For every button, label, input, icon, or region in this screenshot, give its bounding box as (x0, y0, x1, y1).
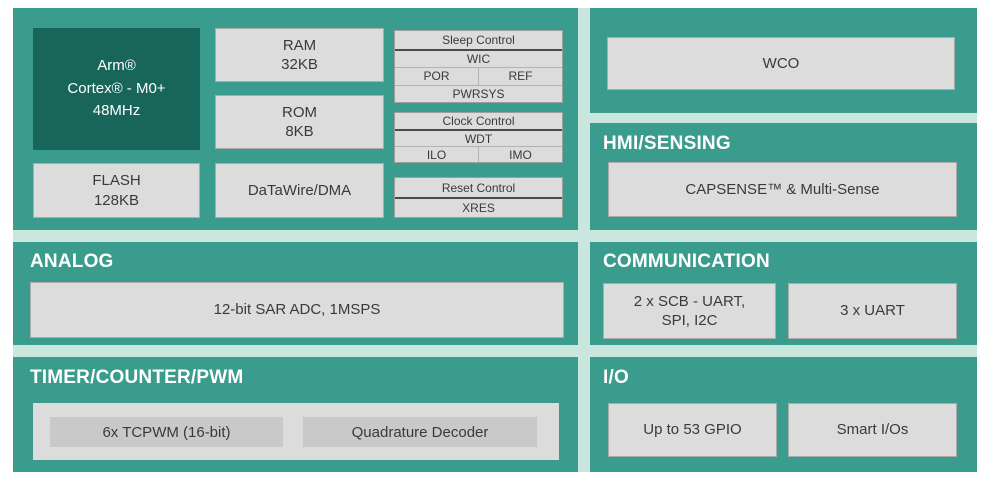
cpu-line-1: Arm® (97, 57, 136, 75)
ilo-cell: ILO (426, 147, 447, 162)
clock-control-title: Clock Control (395, 113, 562, 132)
io-title: I/O (603, 367, 629, 388)
quadrature-decoder-label: Quadrature Decoder (351, 423, 489, 441)
cpu-block: Arm® Cortex® - M0+ 48MHz (33, 28, 200, 150)
scb-label-line2: SPI, I2C (661, 312, 718, 329)
scb-label-line1: 2 x SCB - UART, (633, 292, 746, 310)
gpio-label: Up to 53 GPIO (643, 421, 742, 439)
rom-label-line1: ROM (282, 103, 317, 121)
flash-label-line1: FLASH (92, 172, 141, 189)
sar-adc-label: 12-bit SAR ADC, 1MSPS (213, 301, 381, 319)
imo-cell: IMO (478, 147, 562, 163)
hmi-sensing-panel: HMI/SENSING CAPSENSE™ & Multi-Sense (590, 123, 977, 230)
flash-block: FLASH 128KB (33, 163, 200, 218)
por-cell: POR (423, 69, 450, 84)
mcu-subsystem-panel: Arm® Cortex® - M0+ 48MHz RAM 32KB ROM 8K… (13, 8, 578, 230)
sleep-control-block: Sleep Control WIC POR REF PWRSYS (394, 30, 563, 103)
uart-block: 3 x UART (788, 283, 957, 339)
cpu-line-2: Cortex® - M0+ (67, 79, 166, 97)
quadrature-decoder-block: Quadrature Decoder (303, 417, 537, 447)
uart-label: 3 x UART (840, 302, 905, 320)
communication-panel: COMMUNICATION 2 x SCB - UART, SPI, I2C 3… (590, 242, 977, 345)
wic-cell: WIC (395, 51, 562, 69)
tcpwm-block: 6x TCPWM (16-bit) (50, 417, 283, 447)
cpu-line-3: 48MHz (92, 102, 141, 120)
reset-control-block: Reset Control XRES (394, 177, 563, 218)
tcpwm-tray: 6x TCPWM (16-bit) Quadrature Decoder (33, 403, 559, 460)
rom-block: ROM 8KB (215, 95, 384, 149)
smart-io-block: Smart I/Os (788, 403, 957, 457)
por-ref-row: POR REF (395, 68, 562, 86)
capsense-block: CAPSENSE™ & Multi-Sense (608, 162, 957, 217)
flash-label-line2: 128KB (93, 191, 140, 209)
reset-control-title: Reset Control (395, 178, 562, 200)
xres-cell: XRES (462, 201, 495, 216)
scb-block: 2 x SCB - UART, SPI, I2C (603, 283, 776, 339)
pwrsys-cell: PWRSYS (452, 86, 505, 101)
gpio-block: Up to 53 GPIO (608, 403, 777, 457)
communication-title: COMMUNICATION (603, 251, 770, 272)
wco-label: WCO (762, 54, 800, 72)
tcpwm-label: 6x TCPWM (16-bit) (102, 423, 231, 441)
ram-label-line1: RAM (282, 36, 317, 54)
datawire-dma-label: DaTaWire/DMA (247, 181, 352, 199)
smart-io-label: Smart I/Os (836, 421, 909, 439)
ref-cell: REF (478, 68, 562, 85)
timer-counter-pwm-panel: TIMER/COUNTER/PWM 6x TCPWM (16-bit) Quad… (13, 357, 578, 472)
ilo-imo-row: ILO IMO (395, 147, 562, 163)
datawire-dma-block: DaTaWire/DMA (215, 163, 384, 218)
analog-panel: ANALOG 12-bit SAR ADC, 1MSPS (13, 242, 578, 345)
wco-block: WCO (607, 37, 955, 90)
capsense-label: CAPSENSE™ & Multi-Sense (685, 180, 880, 198)
wdt-cell: WDT (395, 131, 562, 148)
ram-block: RAM 32KB (215, 28, 384, 82)
rom-label-line2: 8KB (285, 123, 314, 140)
io-panel: I/O Up to 53 GPIO Smart I/Os (590, 357, 977, 472)
wco-panel: WCO (590, 8, 977, 113)
sar-adc-block: 12-bit SAR ADC, 1MSPS (30, 282, 564, 338)
hmi-sensing-title: HMI/SENSING (603, 133, 731, 154)
analog-title: ANALOG (30, 251, 114, 272)
timer-counter-pwm-title: TIMER/COUNTER/PWM (30, 367, 244, 388)
clock-control-block: Clock Control WDT ILO IMO (394, 112, 563, 163)
ram-label-line2: 32KB (281, 56, 318, 73)
sleep-control-title: Sleep Control (395, 31, 562, 51)
